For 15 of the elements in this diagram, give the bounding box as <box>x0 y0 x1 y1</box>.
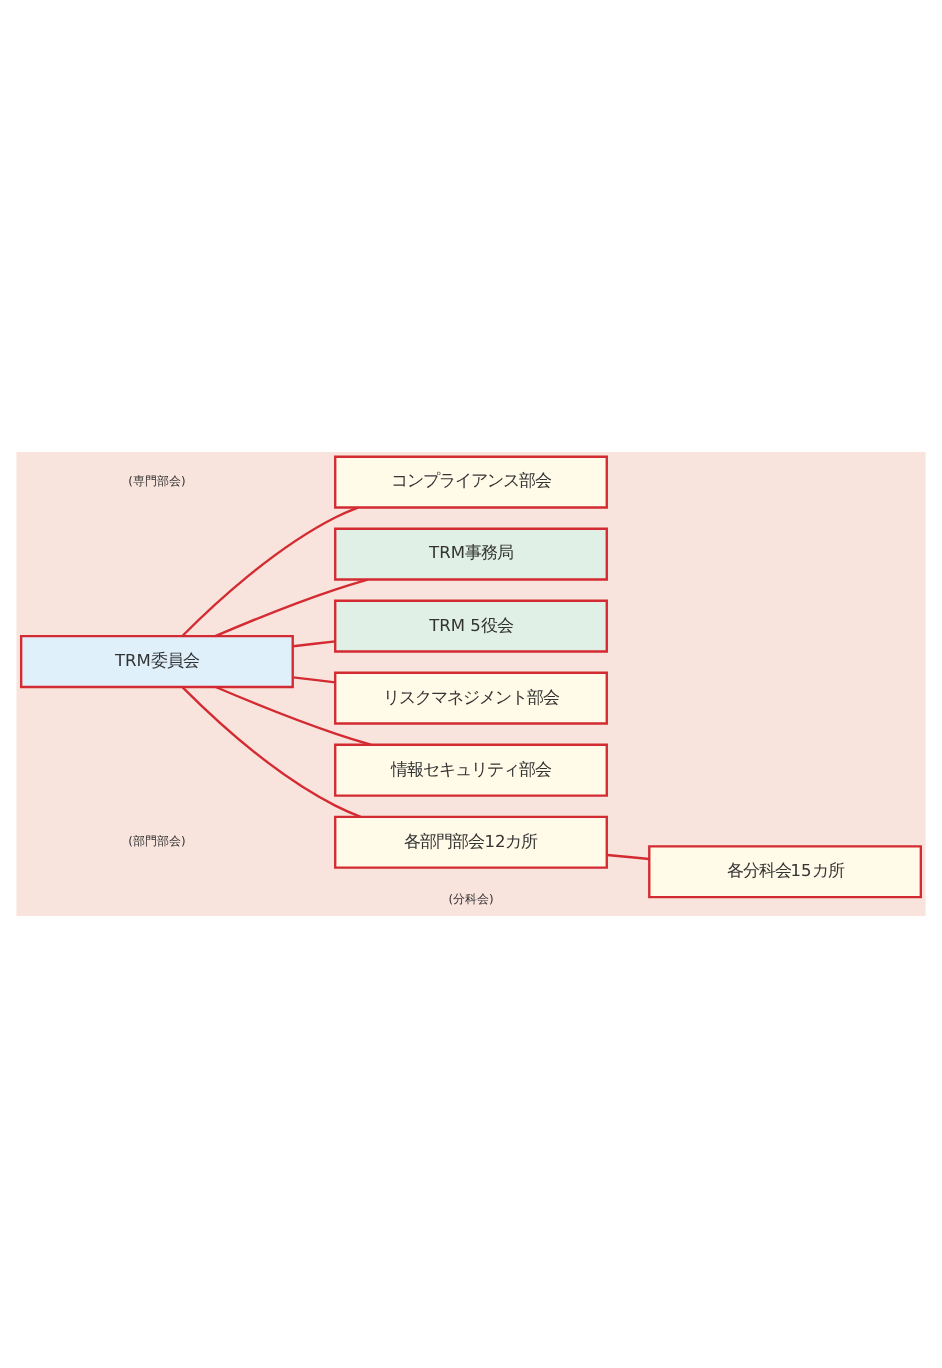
connector <box>292 640 336 648</box>
connector <box>215 685 372 746</box>
connector <box>214 578 368 638</box>
node-box: リスクマネジメント部会 <box>334 671 608 725</box>
node-box: TRM 5役会 <box>334 599 608 653</box>
node-box: 情報セキュリティ部会 <box>334 743 608 797</box>
node-box: 各部門部会12カ所 <box>334 815 608 869</box>
node-box: TRM委員会 <box>20 635 294 689</box>
connector <box>181 506 359 637</box>
node-box: TRM事務局 <box>334 527 608 581</box>
connector <box>181 686 362 818</box>
node-box: コンプライアンス部会 <box>334 455 608 509</box>
connector <box>606 853 650 861</box>
node-box: 各分科会15カ所 <box>648 845 922 899</box>
connector <box>292 676 336 684</box>
